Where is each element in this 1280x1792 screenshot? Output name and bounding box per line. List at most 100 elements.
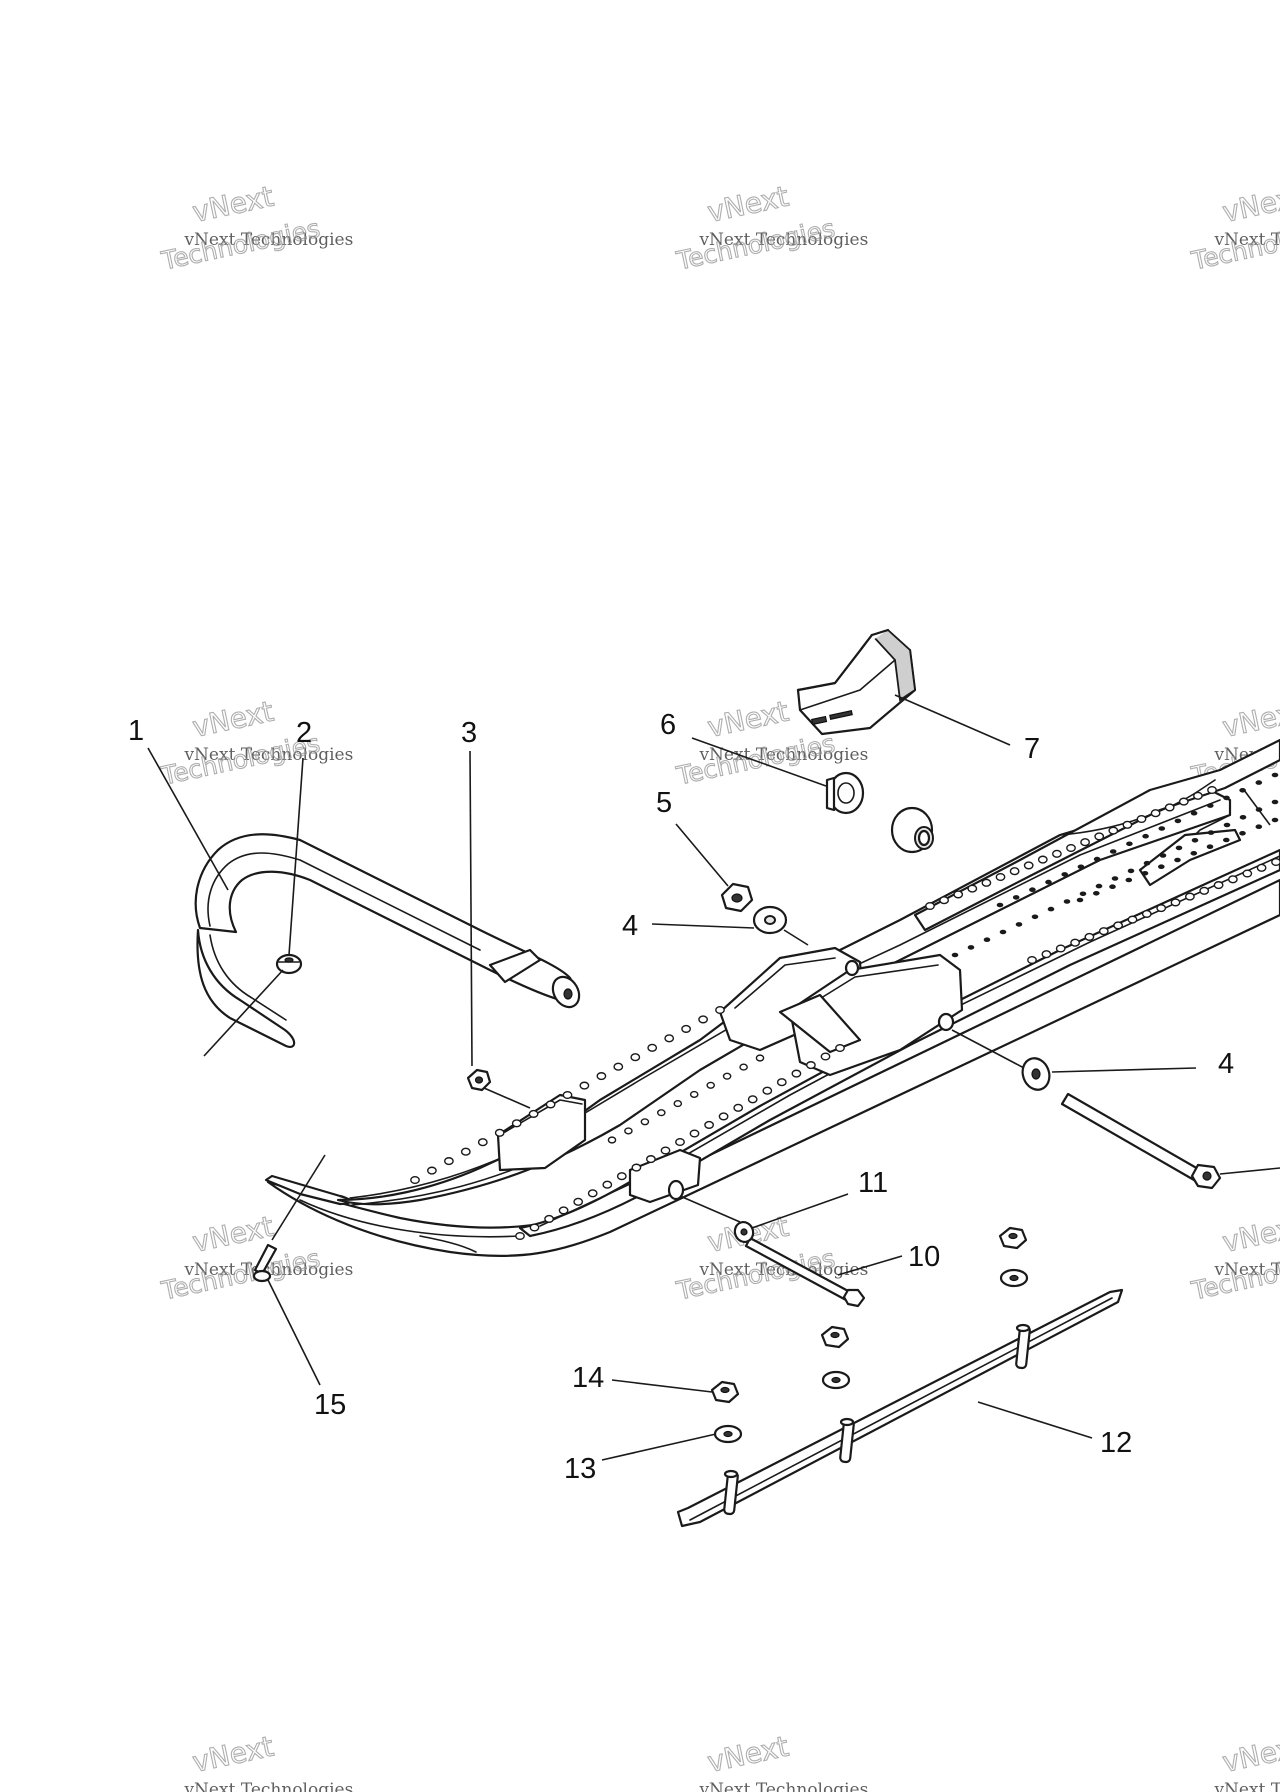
ski-stud: [1255, 780, 1263, 785]
svg-text:vNext: vNext: [705, 180, 792, 229]
ski-stud: [1012, 895, 1020, 900]
ski-tooth: [1207, 785, 1217, 795]
ski-tooth: [657, 1109, 666, 1117]
svg-text:vNext Technologies: vNext Technologies: [1213, 230, 1280, 250]
ski-stud: [1191, 837, 1199, 843]
ski-stud: [1207, 830, 1215, 835]
svg-text:vNext Technologies: vNext Technologies: [183, 1260, 353, 1280]
ski-stud: [1239, 830, 1246, 836]
ski-tooth: [640, 1118, 650, 1126]
ski-tooth: [624, 1127, 633, 1135]
leader-4a-b: [783, 929, 809, 946]
callout-4-upper: 4: [622, 910, 638, 942]
svg-text:vNext Technologies: vNext Technologies: [698, 1780, 868, 1792]
ski-tooth: [1041, 950, 1052, 959]
ski-tooth: [544, 1214, 554, 1223]
leader-2: [288, 757, 304, 956]
ski-tooth: [616, 1172, 627, 1181]
ski-tooth: [1178, 797, 1189, 806]
leader-2b: [203, 969, 284, 1057]
ski-stud: [1158, 864, 1165, 870]
ski-tooth: [631, 1163, 642, 1172]
ski-tooth: [1037, 855, 1048, 864]
ski-stud: [1255, 824, 1263, 830]
ski-stud: [1223, 795, 1230, 801]
ski-stud: [996, 902, 1004, 908]
svg-text:vNext: vNext: [1220, 180, 1280, 229]
ski-stud: [1063, 899, 1071, 904]
ski-tooth: [1023, 861, 1034, 870]
svg-text:vNext Technologies: vNext Technologies: [183, 1780, 353, 1792]
ski-tooth: [477, 1138, 488, 1147]
svg-text:vNext Technologies: vNext Technologies: [698, 745, 868, 765]
ski-tooth: [460, 1147, 471, 1156]
svg-text:vNext: vNext: [190, 1730, 277, 1779]
ski-tooth: [1185, 892, 1195, 901]
ski-tooth: [706, 1081, 716, 1089]
svg-text:vNext: vNext: [705, 695, 792, 744]
ski-stud: [1029, 887, 1036, 893]
ski-stud: [1175, 845, 1183, 851]
ski-tooth: [1213, 881, 1224, 890]
ski-tooth: [1136, 814, 1147, 824]
leader-5: [675, 823, 729, 887]
leader-12: [977, 1401, 1093, 1439]
callouts: 1 2 3 4 4 5 6 7 10 11 12 13 14 15: [128, 709, 1234, 1485]
svg-text:vNext: vNext: [705, 1730, 792, 1779]
ski-stud: [1127, 868, 1135, 874]
handle-bolt-nut: [466, 1068, 492, 1092]
tip-pin: [252, 1243, 278, 1283]
ski-tooth: [733, 1103, 744, 1112]
ski-tooth: [739, 1063, 748, 1071]
ski-tooth: [529, 1223, 540, 1232]
callout-11: 11: [858, 1167, 888, 1199]
leader-bolt-right: [1219, 1167, 1280, 1175]
wearbar-nuts: [710, 1226, 1028, 1404]
ski-tooth: [1094, 832, 1105, 841]
ski-tooth: [718, 1112, 729, 1121]
ski-tooth: [607, 1136, 617, 1144]
callout-5: 5: [656, 787, 672, 819]
ski-stud: [1047, 906, 1055, 912]
ski-tooth: [1055, 944, 1066, 953]
small-washer: [733, 1221, 755, 1243]
svg-text:vNext: vNext: [190, 695, 277, 744]
ski-stud: [1031, 914, 1039, 920]
svg-text:vNext Technologies: vNext Technologies: [698, 230, 868, 250]
ski-tooth: [579, 1081, 590, 1090]
ski-stud: [967, 945, 975, 950]
ski-tooth: [673, 1100, 683, 1108]
callout-2: 2: [296, 717, 312, 749]
ski-tooth: [602, 1180, 613, 1189]
ski-tooth: [660, 1146, 671, 1155]
ski-tooth: [426, 1166, 437, 1175]
ski-stud: [1271, 817, 1279, 823]
ski-tooth: [835, 1043, 845, 1053]
ski-tooth: [528, 1109, 539, 1118]
leader-4b-b: [951, 1029, 1025, 1069]
ski-tooth: [410, 1175, 420, 1185]
ski-stud: [1015, 922, 1023, 927]
bushing: [825, 771, 934, 854]
ski-stud: [1076, 897, 1084, 903]
ski-tooth: [698, 1015, 708, 1024]
ski-stud: [1111, 876, 1119, 881]
ski-tooth: [762, 1086, 773, 1095]
leader-4b: [1051, 1067, 1197, 1073]
ski-tooth: [1113, 921, 1124, 930]
ski-stud: [1158, 826, 1166, 831]
callout-12: 12: [1100, 1427, 1132, 1459]
ski-tooth: [1271, 857, 1280, 867]
leader-10: [837, 1255, 903, 1276]
ski-tooth: [681, 1024, 691, 1033]
wearbar-washers: [713, 1268, 1029, 1444]
washer-upper: [752, 905, 788, 935]
ski-tooth: [646, 1155, 656, 1164]
watermark: vNext vNext Technologies Technologies: [158, 694, 353, 791]
svg-text:vNext: vNext: [190, 180, 277, 229]
ski-tooth: [1164, 803, 1175, 812]
ski-stud: [1271, 799, 1279, 805]
ski-handle: [194, 833, 581, 1048]
ski-tooth: [1084, 932, 1095, 941]
